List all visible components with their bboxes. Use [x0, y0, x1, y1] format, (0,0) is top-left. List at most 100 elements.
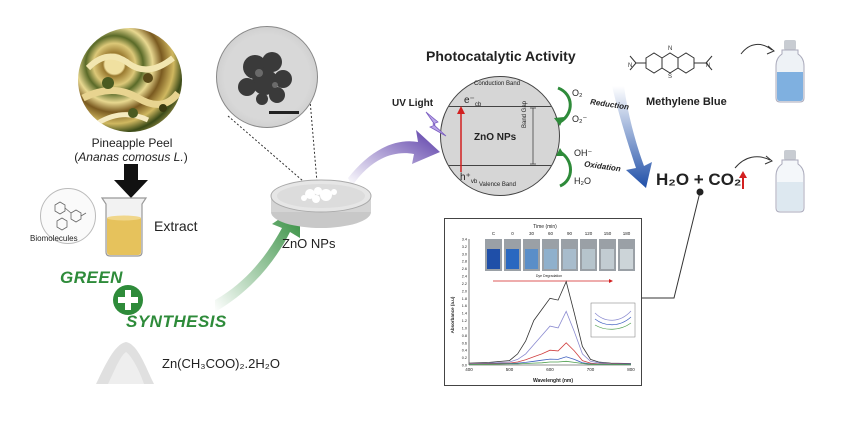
sample-vial-liquid	[563, 249, 576, 269]
zno-nps-label: ZnO NPs	[282, 236, 336, 251]
y-tick-label: 3.2	[462, 245, 467, 249]
powder-pile-icon	[96, 342, 154, 384]
clear-vial-icon	[775, 150, 805, 213]
time-point-label: 150	[604, 231, 612, 236]
spectrum-series-0	[468, 280, 632, 364]
y-tick-label: 1.6	[462, 304, 467, 308]
synthesis-label: SYNTHESIS	[126, 312, 227, 331]
zno-nps-particle-label: ZnO NPs	[474, 132, 517, 143]
spectrum-series-4	[469, 360, 632, 365]
excitation-arrow-icon	[457, 106, 465, 172]
svg-text:N: N	[668, 46, 672, 52]
svg-text:N: N	[628, 63, 632, 69]
nps-to-photocatalysis-arrow	[348, 130, 440, 186]
x-tick-label: 500	[506, 367, 514, 372]
y-tick-label: 3.4	[462, 238, 467, 242]
svg-text:S: S	[668, 74, 672, 80]
pineapple-peel-label: Pineapple Peel	[91, 136, 173, 150]
biomolecules-circle	[40, 188, 96, 244]
extract-beaker-icon	[100, 197, 148, 257]
sample-vial-liquid	[582, 249, 595, 269]
y-tick-label: 2.6	[462, 267, 467, 271]
time-point-label: C	[492, 231, 496, 236]
mb-to-products-arrow	[612, 86, 652, 188]
y-tick-label: 1.4	[462, 312, 467, 316]
biomolecules-label: Biomolecules	[30, 234, 78, 243]
y-tick-label: 0.4	[462, 349, 467, 353]
o2-label: O₂	[572, 88, 583, 98]
valence-band-line	[441, 165, 559, 166]
svg-text:N: N	[706, 63, 710, 69]
y-tick-label: 3.0	[462, 252, 467, 256]
inset-arrow-label: Dye Degradation	[536, 274, 562, 278]
sample-vial-liquid	[620, 249, 633, 269]
x-tick-label: 800	[627, 367, 635, 372]
gas-release-arrow-icon	[739, 171, 747, 189]
methylene-blue-structure-icon: S N N N	[628, 46, 713, 80]
peel-to-extract-arrow	[114, 164, 148, 198]
pineapple-peel-photo	[78, 28, 182, 132]
y-tick-label: 1.0	[462, 326, 467, 330]
h2o-input-label: H₂O	[574, 176, 591, 186]
lightning-bolt-icon	[425, 111, 447, 137]
products-label: H₂O + CO₂	[656, 170, 742, 189]
peel-texture-icon	[81, 53, 181, 126]
y-tick-label: 2.8	[462, 260, 467, 264]
y-tick-label: 2.4	[462, 275, 467, 279]
time-point-label: 90	[567, 231, 573, 236]
photocatalytic-activity-title: Photocatalytic Activity	[426, 48, 576, 64]
nanoparticle-cluster-icon	[238, 52, 299, 114]
x-tick-label: 700	[587, 367, 595, 372]
o2-radical-label: O₂⁻	[572, 114, 588, 124]
oh-radical-label: OH⁻	[574, 148, 593, 158]
reduction-curved-arrow-icon	[554, 86, 572, 126]
y-tick-label: 0.2	[462, 356, 467, 360]
time-point-label: 0	[511, 231, 514, 236]
sample-vial-liquid	[601, 249, 614, 269]
species-label: (Ananas comosus L.)	[74, 150, 188, 164]
inset-time-label: Time (min)	[533, 224, 557, 230]
tem-image	[216, 26, 318, 128]
species-name: Ananas comosus L.	[78, 150, 184, 164]
uv-vis-chart-frame: Time (min) C 0 30 60 90 120 150 180 Dye Degrada…	[444, 218, 642, 386]
blue-vial-icon	[775, 40, 805, 103]
precursor-label: Zn(CH₃COO)₂.2H₂O	[162, 356, 280, 371]
y-tick-label: 0.6	[462, 341, 467, 345]
y-tick-label: 0.0	[462, 364, 467, 368]
sample-vial-liquid	[506, 249, 519, 269]
band-gap-bracket-icon	[530, 107, 536, 165]
methylene-blue-label: Methylene Blue	[646, 96, 727, 108]
y-tick-label: 2.0	[462, 289, 467, 293]
x-tick-label: 400	[465, 367, 473, 372]
green-label: GREEN	[60, 268, 123, 287]
degradation-arrowhead	[609, 279, 613, 283]
y-tick-label: 1.2	[462, 319, 467, 323]
valence-band-label: Valence Band	[479, 182, 516, 188]
uv-light-label: UV Light	[392, 98, 434, 109]
conduction-band-label: Conduction Band	[474, 81, 521, 87]
time-point-label: 60	[548, 231, 554, 236]
sample-vial-liquid	[525, 249, 538, 269]
y-tick-label: 1.8	[462, 297, 467, 301]
electron-label: e⁻cb	[464, 95, 482, 108]
biomolecule-structures-icon	[54, 201, 87, 231]
oxidation-curved-arrow-icon	[556, 148, 572, 188]
petri-dish-icon	[270, 179, 372, 228]
y-axis-label: Absorbance (a.u)	[450, 296, 455, 333]
sample-vial-liquid	[487, 249, 500, 269]
x-tick-label: 600	[546, 367, 554, 372]
time-point-label: 30	[529, 231, 535, 236]
spectrum-series-2	[468, 342, 632, 365]
y-tick-label: 0.8	[462, 334, 467, 338]
conduction-band-line	[441, 106, 559, 107]
time-point-label: 120	[585, 231, 593, 236]
spectrum-series-1	[468, 310, 632, 365]
y-tick-label: 2.2	[462, 282, 467, 286]
x-axis-label: Wavelenght (nm)	[533, 378, 573, 384]
plus-leaf-icon	[113, 285, 143, 315]
hole-label: h⁺vb	[460, 172, 478, 185]
sample-vial-liquid	[544, 249, 557, 269]
time-point-label: 180	[623, 231, 631, 236]
uv-vis-chart: Time (min) C 0 30 60 90 120 150 180 Dye Degrada…	[450, 224, 636, 384]
extract-label: Extract	[154, 218, 198, 234]
